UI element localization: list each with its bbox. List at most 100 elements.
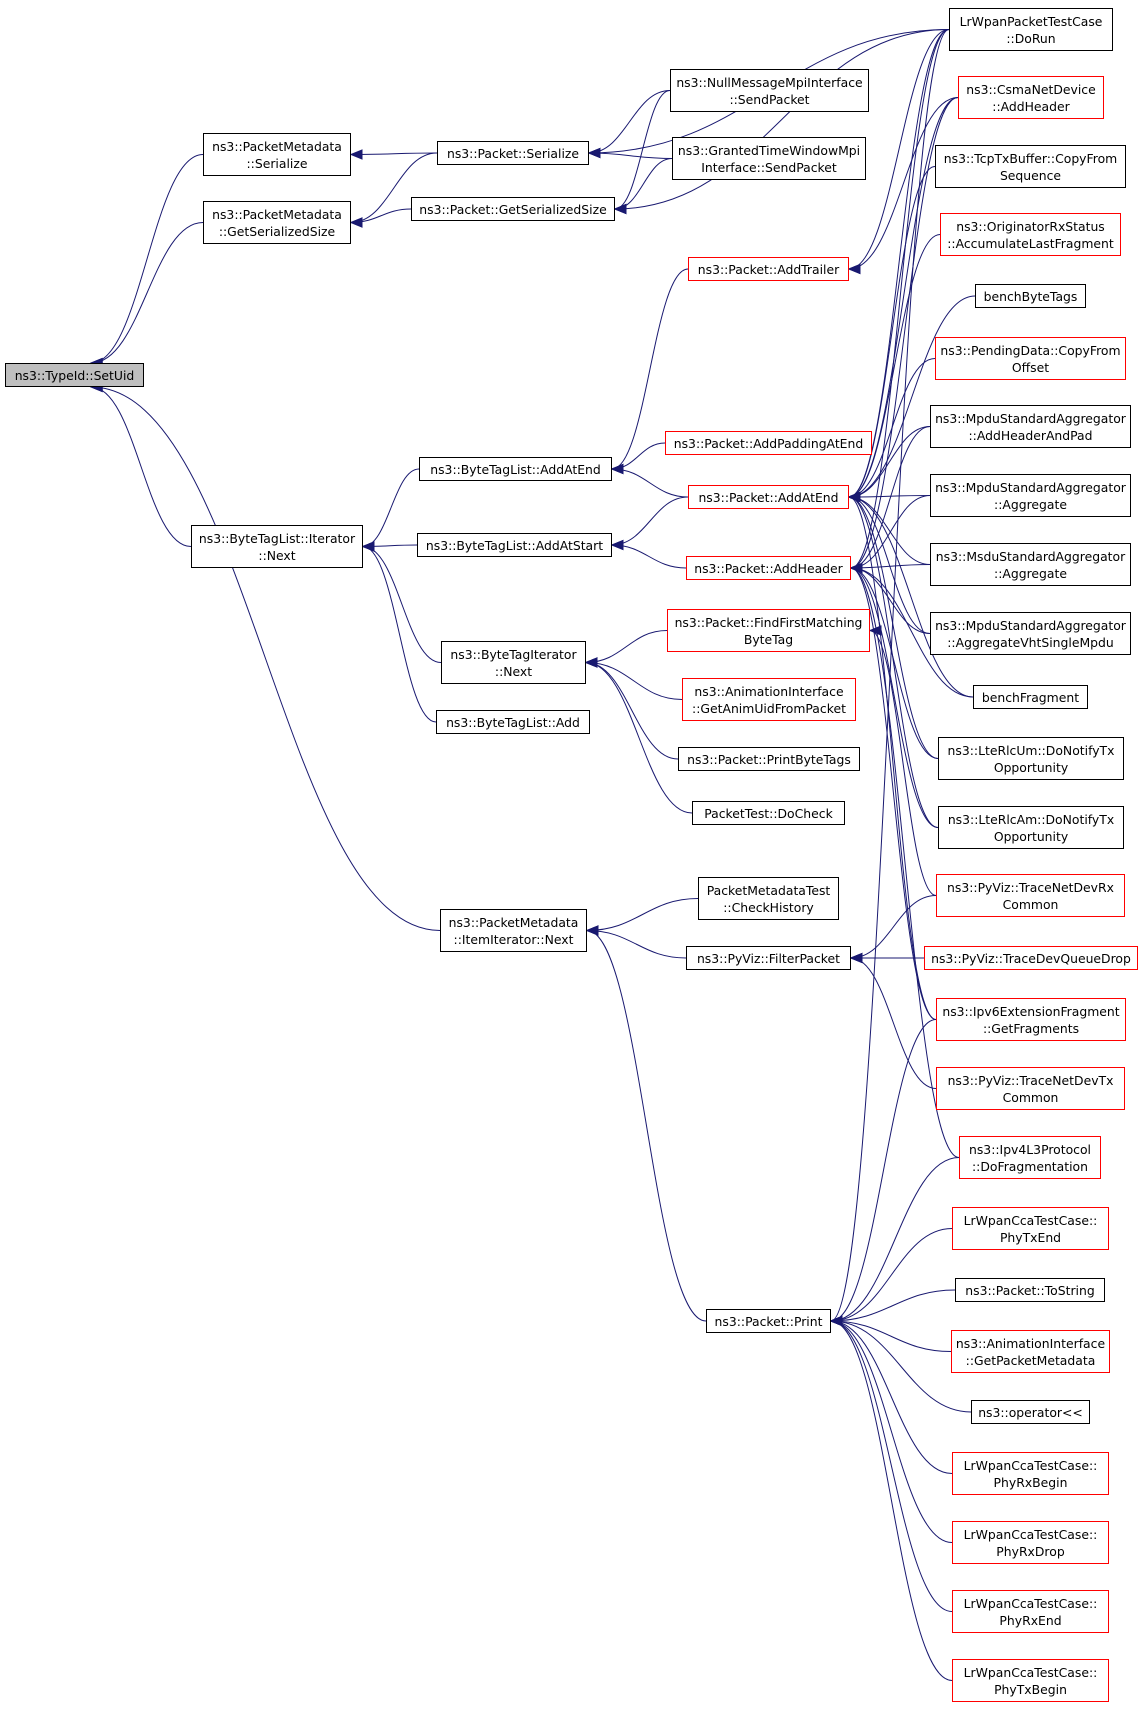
node-label: ns3::Packet::AddHeader	[694, 560, 843, 576]
node-benchfragment[interactable]: benchFragment	[973, 685, 1088, 709]
node-anim-getaniuidfrompacket[interactable]: ns3::AnimationInterface::GetAnimUidFromP…	[682, 678, 856, 721]
edge-anim-getaniuidfrompacket-to-bti-next	[585, 662, 683, 700]
node-btl-add[interactable]: ns3::ByteTagList::Add	[436, 710, 590, 734]
node-pm-itemiterator-next[interactable]: ns3::PacketMetadata::ItemIterator::Next	[440, 909, 587, 952]
arrowhead	[361, 541, 375, 552]
node-label: ns3::Packet::Print	[714, 1313, 823, 1329]
edge-lterlcum-donotifytx-to-packet-addheader	[850, 567, 939, 759]
node-packettest-docheck[interactable]: PacketTest::DoCheck	[692, 801, 845, 825]
edge-benchfragment-to-packet-addatend	[848, 496, 974, 698]
node-label: ns3::Packet::PrintByteTags	[687, 751, 851, 767]
edge-benchbytetags-to-packet-addatend	[848, 295, 976, 498]
node-btl-addatend[interactable]: ns3::ByteTagList::AddAtEnd	[419, 457, 612, 481]
arrowhead	[610, 463, 624, 475]
node-lrwpancca-phyrxend[interactable]: LrWpanCcaTestCase::PhyRxEnd	[952, 1590, 1109, 1633]
node-btl-iterator-next[interactable]: ns3::ByteTagList::Iterator::Next	[191, 525, 363, 568]
node-packet-addatend[interactable]: ns3::Packet::AddAtEnd	[688, 485, 849, 509]
edge-btl-add-to-btl-iterator-next	[362, 546, 437, 723]
node-anim-getpacketmetadata[interactable]: ns3::AnimationInterface::GetPacketMetada…	[951, 1330, 1110, 1373]
node-label: ::DoFragmentation	[972, 1158, 1088, 1174]
node-label: ns3::Ipv6ExtensionFragment	[942, 1003, 1120, 1019]
node-nullmsg-sendpacket[interactable]: ns3::NullMessageMpiInterface::SendPacket	[670, 69, 869, 112]
node-bti-next[interactable]: ns3::ByteTagIterator::Next	[441, 641, 586, 684]
node-mpdu-aggregatevhtsinglempdu[interactable]: ns3::MpduStandardAggregator::AggregateVh…	[930, 612, 1131, 655]
node-label: PhyRxDrop	[996, 1543, 1065, 1559]
node-operator-shift[interactable]: ns3::operator<<	[971, 1400, 1090, 1424]
node-pm-getserializedsize[interactable]: ns3::PacketMetadata::GetSerializedSize	[203, 201, 351, 244]
node-msdu-aggregate[interactable]: ns3::MsduStandardAggregator::Aggregate	[930, 543, 1131, 586]
edge-ipv4l3-dofragmentation-to-packet-addheader	[850, 567, 960, 1158]
node-label: ::DoRun	[1006, 30, 1056, 46]
node-lrwpan-packet-dorun[interactable]: LrWpanPacketTestCase::DoRun	[949, 8, 1113, 51]
edge-pyviz-tracenetdevtx-to-pyviz-filterpacket	[850, 957, 937, 1089]
node-label: Common	[1002, 1089, 1059, 1105]
arrowhead	[587, 147, 601, 159]
node-label: ns3::PyViz::TraceDevQueueDrop	[931, 950, 1131, 966]
node-label: ::SendPacket	[729, 91, 810, 107]
edge-pm-getserializedsize-to-typeid-setuid	[91, 222, 204, 364]
node-ipv6ext-getfragments[interactable]: ns3::Ipv6ExtensionFragment::GetFragments	[936, 998, 1126, 1041]
node-pm-serialize[interactable]: ns3::PacketMetadata::Serialize	[203, 133, 351, 176]
node-label: ::GetPacketMetadata	[965, 1352, 1096, 1368]
node-csma-addheader[interactable]: ns3::CsmaNetDevice::AddHeader	[958, 76, 1104, 119]
node-label: ByteTag	[743, 631, 794, 647]
node-packet-addheader[interactable]: ns3::Packet::AddHeader	[686, 556, 851, 580]
node-label: ns3::MpduStandardAggregator	[935, 479, 1126, 495]
node-btl-addatstart[interactable]: ns3::ByteTagList::AddAtStart	[417, 533, 612, 557]
node-packet-print[interactable]: ns3::Packet::Print	[706, 1309, 831, 1333]
node-mpdu-addheaderandpad[interactable]: ns3::MpduStandardAggregator::AddHeaderAn…	[930, 405, 1131, 448]
edge-mpdu-aggregatevhtsinglempdu-to-packet-addatend	[848, 496, 931, 634]
node-label: LrWpanCcaTestCase::	[963, 1457, 1098, 1473]
node-label: ns3::GrantedTimeWindowMpi	[677, 142, 861, 158]
node-label: ns3::LteRlcAm::DoNotifyTx	[947, 811, 1115, 827]
node-lrwpancca-phytxbegin[interactable]: LrWpanCcaTestCase::PhyTxBegin	[952, 1659, 1109, 1702]
node-label: ns3::PendingData::CopyFrom	[940, 342, 1121, 358]
edge-originator-accumulate-to-packet-addatend	[848, 234, 941, 498]
node-pyviz-tracedevqueuedrop[interactable]: ns3::PyViz::TraceDevQueueDrop	[924, 946, 1138, 970]
node-lrwpancca-phyrxdrop[interactable]: LrWpanCcaTestCase::PhyRxDrop	[952, 1521, 1109, 1564]
node-label: Common	[1002, 896, 1059, 912]
node-label: ns3::LteRlcUm::DoNotifyTx	[947, 742, 1115, 758]
node-packet-getserializedsize[interactable]: ns3::Packet::GetSerializedSize	[411, 197, 615, 221]
node-label: ::Aggregate	[994, 496, 1067, 512]
node-packet-serialize[interactable]: ns3::Packet::Serialize	[437, 141, 589, 165]
node-label: ns3::MpduStandardAggregator	[935, 410, 1126, 426]
node-packet-addtrailer[interactable]: ns3::Packet::AddTrailer	[688, 257, 849, 281]
node-label: ns3::TcpTxBuffer::CopyFrom	[943, 150, 1118, 166]
node-lrwpancca-phyrxbegin[interactable]: LrWpanCcaTestCase::PhyRxBegin	[952, 1452, 1109, 1495]
node-label: ::AddHeader	[992, 98, 1070, 114]
edge-mpdu-aggregate-to-packet-addatend	[848, 495, 931, 498]
node-lrwpancca-phytxend[interactable]: LrWpanCcaTestCase::PhyTxEnd	[952, 1207, 1109, 1250]
node-label: ns3::ByteTagList::AddAtStart	[425, 537, 604, 553]
node-packet-tostring[interactable]: ns3::Packet::ToString	[955, 1278, 1105, 1302]
node-packet-printbytetags[interactable]: ns3::Packet::PrintByteTags	[678, 747, 860, 771]
node-ipv4l3-dofragmentation[interactable]: ns3::Ipv4L3Protocol::DoFragmentation	[959, 1136, 1101, 1179]
edge-lrwpancca-phyrxend-to-packet-print	[830, 1320, 953, 1612]
node-label: ns3::ByteTagIterator	[450, 646, 577, 662]
arrowhead	[349, 217, 363, 228]
edge-pyviz-filterpacket-to-pm-itemiterator-next	[586, 930, 687, 959]
node-originator-accumulate[interactable]: ns3::OriginatorRxStatus::AccumulateLastF…	[940, 213, 1121, 256]
node-label: ns3::PacketMetadata	[448, 914, 579, 930]
edge-msdu-aggregate-to-packet-addatend	[848, 496, 931, 565]
node-label: ns3::PyViz::FilterPacket	[696, 950, 841, 966]
node-pyviz-filterpacket[interactable]: ns3::PyViz::FilterPacket	[686, 946, 851, 970]
arrowhead	[585, 925, 599, 936]
node-label: Opportunity	[993, 828, 1069, 844]
node-label: ns3::PacketMetadata	[212, 138, 342, 154]
node-label: PhyTxBegin	[994, 1681, 1067, 1697]
edge-pm-itemiterator-next-to-typeid-setuid	[91, 386, 441, 931]
node-pmtest-checkhistory[interactable]: PacketMetadataTest::CheckHistory	[698, 877, 839, 920]
node-benchbytetags[interactable]: benchByteTags	[975, 284, 1086, 308]
node-mpdu-aggregate[interactable]: ns3::MpduStandardAggregator::Aggregate	[930, 474, 1131, 517]
edge-packet-tostring-to-packet-print	[830, 1289, 956, 1322]
node-packet-addpaddingatend[interactable]: ns3::Packet::AddPaddingAtEnd	[665, 431, 872, 455]
